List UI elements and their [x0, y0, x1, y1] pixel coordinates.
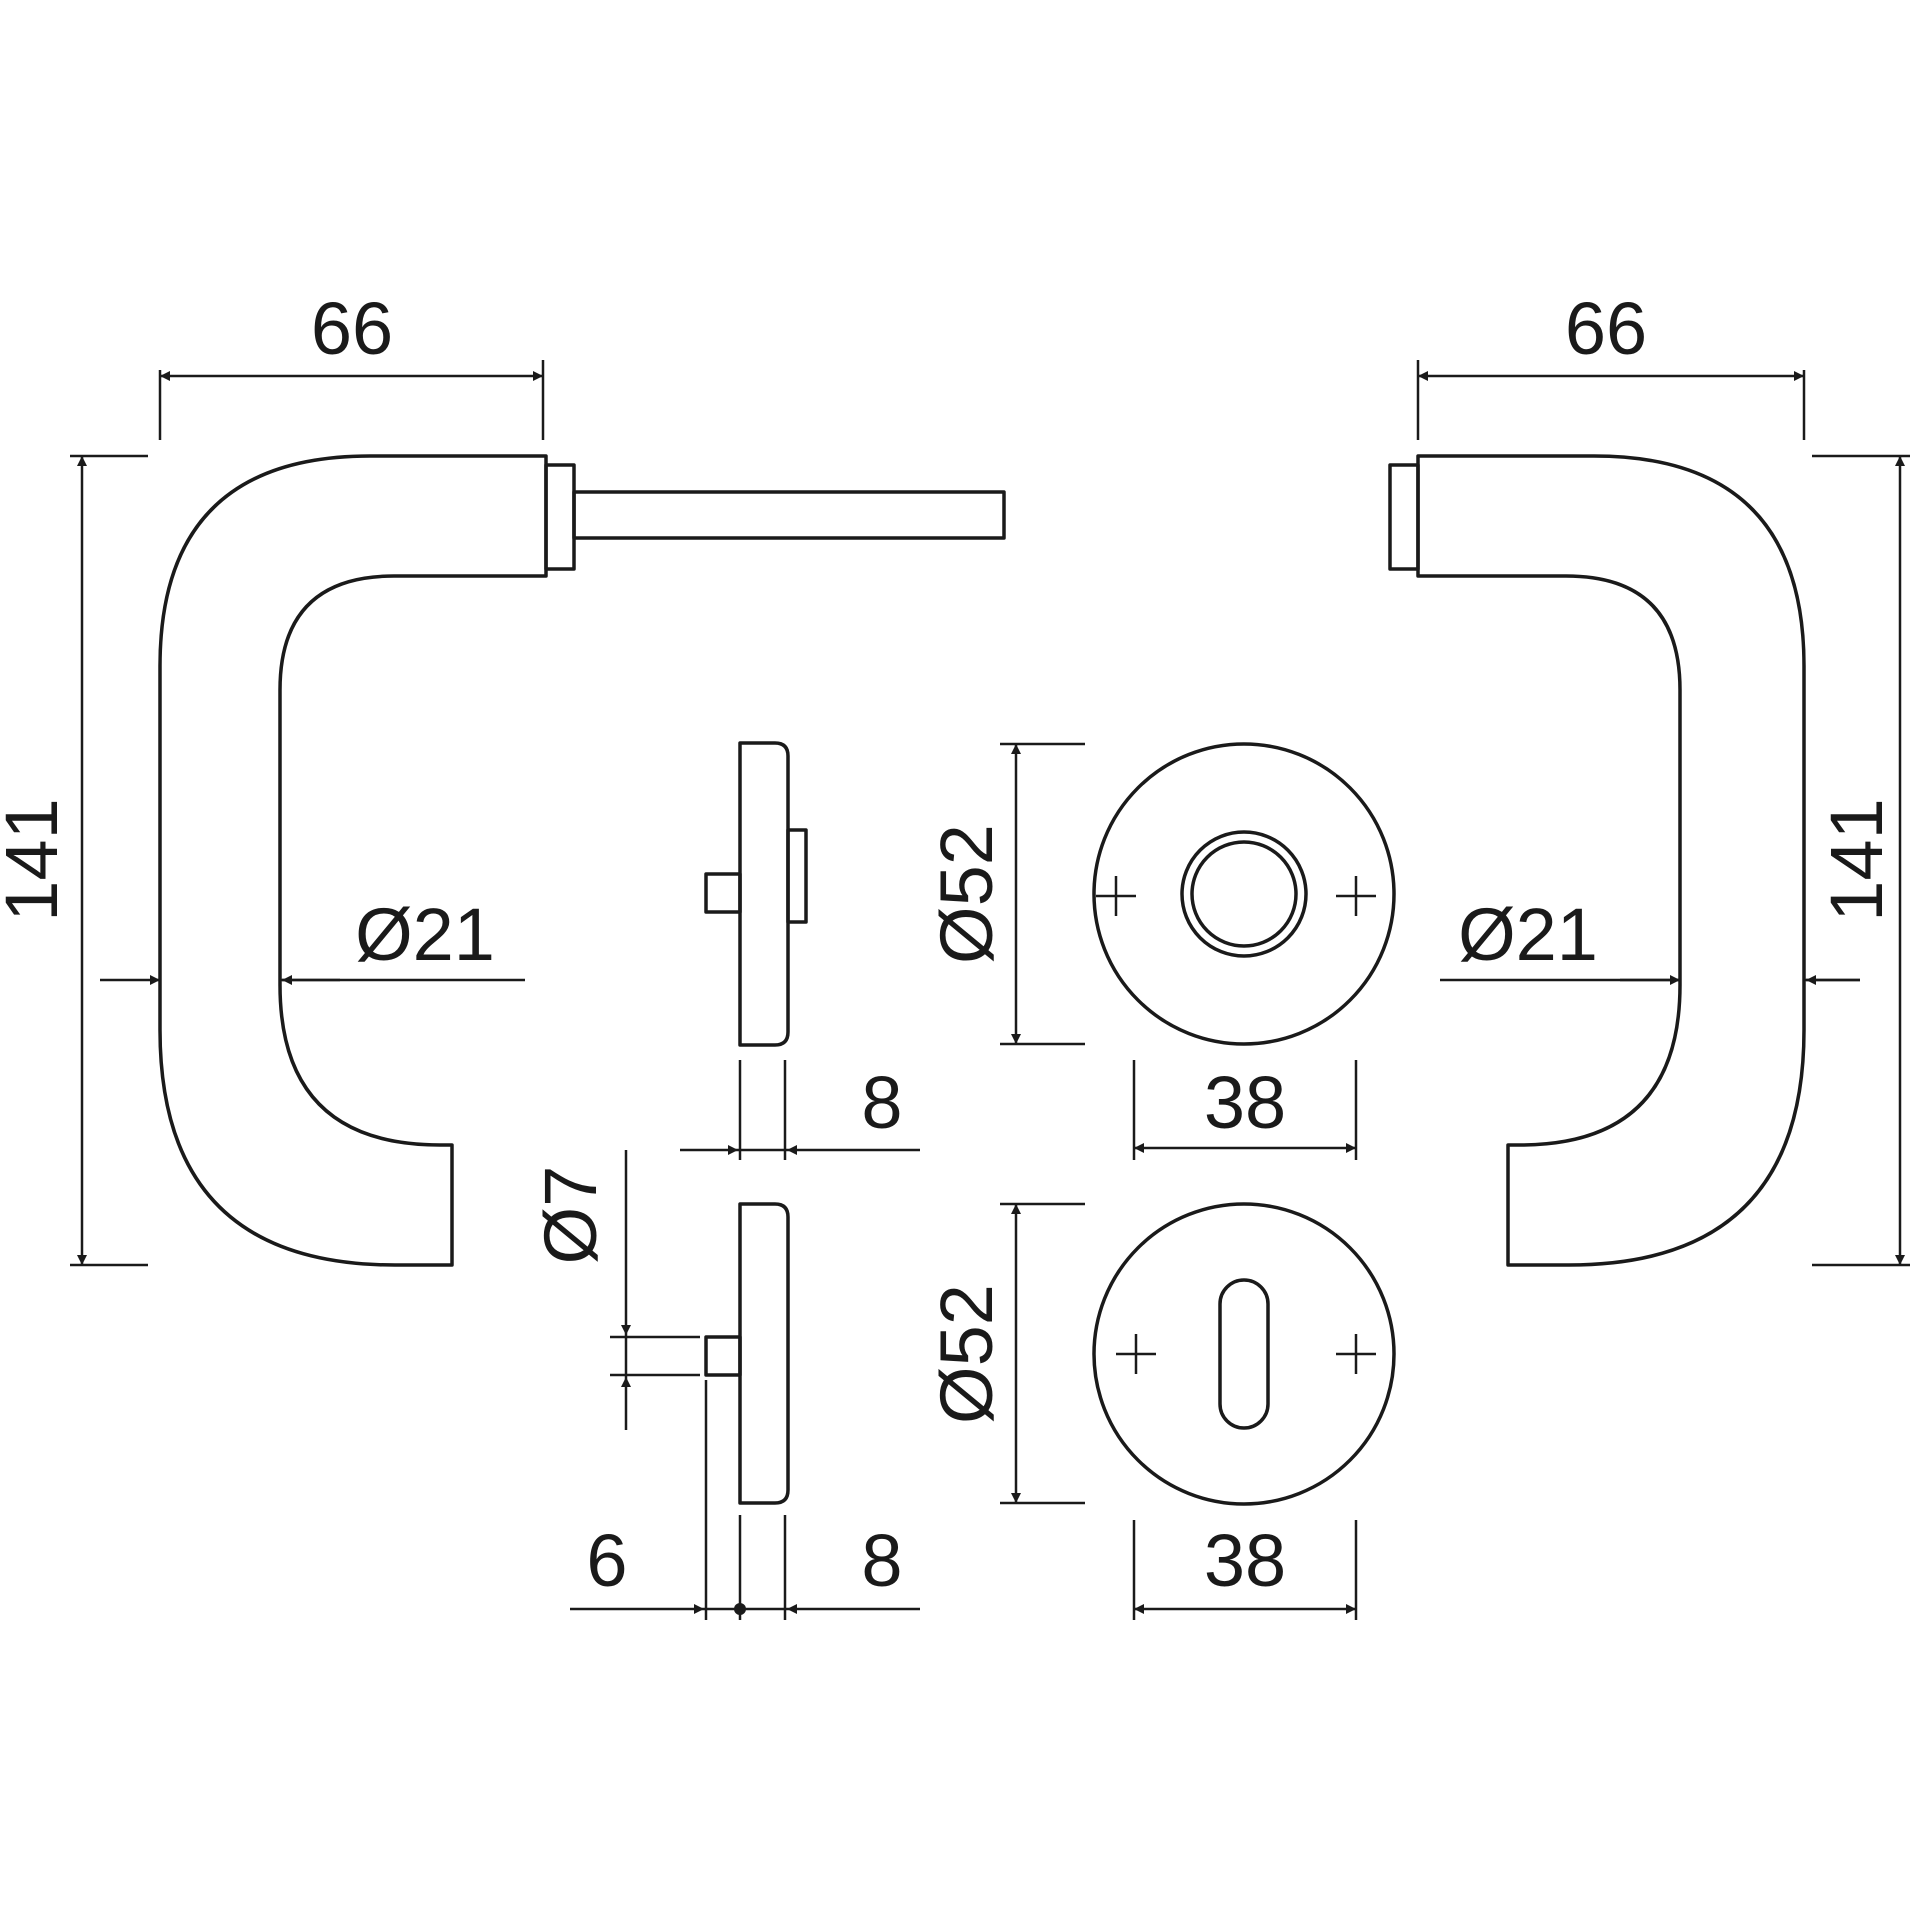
- escutcheon-diameter-label: Ø52: [925, 1284, 1008, 1424]
- screw-mark-right: [1336, 876, 1376, 916]
- left-handle-diameter-dimension: Ø21: [100, 893, 525, 985]
- escutcheon-spacing-label: 38: [1204, 1519, 1286, 1602]
- rose-front-view: [1092, 742, 1396, 1046]
- rose-spacing-dimension: 38: [1132, 1060, 1358, 1160]
- right-handle-height-dimension: 141: [1812, 454, 1910, 1267]
- escutcheon-thickness-label: 8: [861, 1519, 902, 1602]
- right-handle-diameter-label: Ø21: [1458, 893, 1598, 976]
- right-handle-height-label: 141: [1815, 798, 1898, 921]
- rose-diameter-label: Ø52: [925, 824, 1008, 964]
- pin-diameter-dimension: Ø7: [529, 1150, 700, 1430]
- rose-thickness-label: 8: [861, 1061, 902, 1144]
- left-handle-height-dimension: 141: [0, 454, 148, 1267]
- pin-length-label: 6: [586, 1519, 627, 1602]
- escutcheon-side-view: [704, 1202, 790, 1505]
- escutcheon-front-view: [1092, 1202, 1396, 1506]
- right-handle: [1388, 454, 1806, 1267]
- pin-length-dimension: 6 8: [570, 1380, 920, 1620]
- right-handle-width-dimension: 66: [1416, 287, 1806, 440]
- screw-mark-right: [1336, 1334, 1376, 1374]
- screw-mark-left: [1116, 1334, 1156, 1374]
- left-handle: [158, 454, 1006, 1267]
- rose-side-view: [704, 741, 808, 1047]
- right-handle-width-label: 66: [1565, 287, 1647, 370]
- left-handle-width-label: 66: [311, 287, 393, 370]
- left-handle-width-dimension: 66: [158, 287, 545, 440]
- escutcheon-spacing-dimension: 38: [1132, 1519, 1358, 1620]
- rose-diameter-dimension: Ø52: [925, 742, 1085, 1046]
- pin-diameter-label: Ø7: [529, 1166, 612, 1265]
- left-handle-height-label: 141: [0, 798, 73, 921]
- rose-thickness-dimension: 8: [680, 1060, 920, 1160]
- keyhole-slot: [1218, 1278, 1270, 1430]
- right-handle-diameter-dimension: Ø21: [1440, 893, 1860, 985]
- rose-spacing-label: 38: [1204, 1061, 1286, 1144]
- escutcheon-diameter-dimension: Ø52: [925, 1202, 1085, 1505]
- screw-mark-left: [1096, 876, 1136, 916]
- left-handle-diameter-label: Ø21: [355, 893, 495, 976]
